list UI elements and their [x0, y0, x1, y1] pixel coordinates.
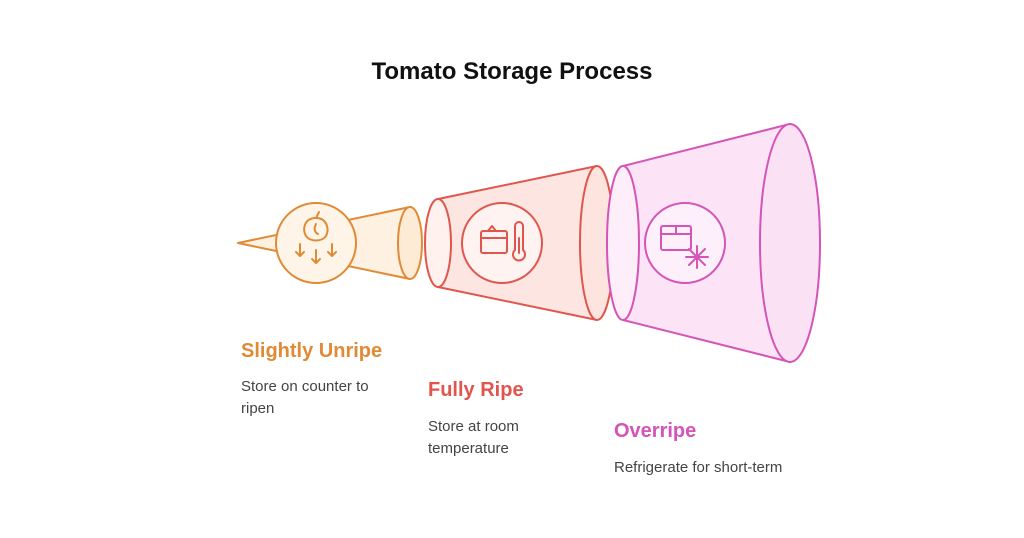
- stage-3-cone-rim: [759, 123, 821, 363]
- stage-2-title: Fully Ripe: [428, 379, 524, 401]
- stage-2-cone: [424, 165, 615, 321]
- tomato-drop-icon: [295, 211, 337, 264]
- stage-3-title: Overripe: [614, 420, 697, 442]
- stage-1-title: Slightly Unripe: [241, 340, 383, 362]
- stage-1-description: Store on counter to ripen: [241, 378, 369, 417]
- box-snowflake-icon: [660, 225, 709, 269]
- box-thermometer-icon: [480, 221, 526, 262]
- stage-3-description: Refrigerate for short-term: [614, 459, 783, 476]
- diagram-title: Tomato Storage Process: [371, 58, 653, 85]
- stage-2-description: Store at room temperature: [428, 418, 519, 457]
- stage-1-cone: [237, 202, 423, 284]
- stage-3-cone: [606, 123, 821, 363]
- stage-3-cone-start: [606, 165, 640, 321]
- stage-1-cone-rim: [397, 206, 423, 280]
- stage-1-icon-circle: [275, 202, 357, 284]
- stage-2-icon-circle: [461, 202, 543, 284]
- stage-3-icon-circle: [644, 202, 726, 284]
- stage-2-cone-start: [424, 198, 452, 288]
